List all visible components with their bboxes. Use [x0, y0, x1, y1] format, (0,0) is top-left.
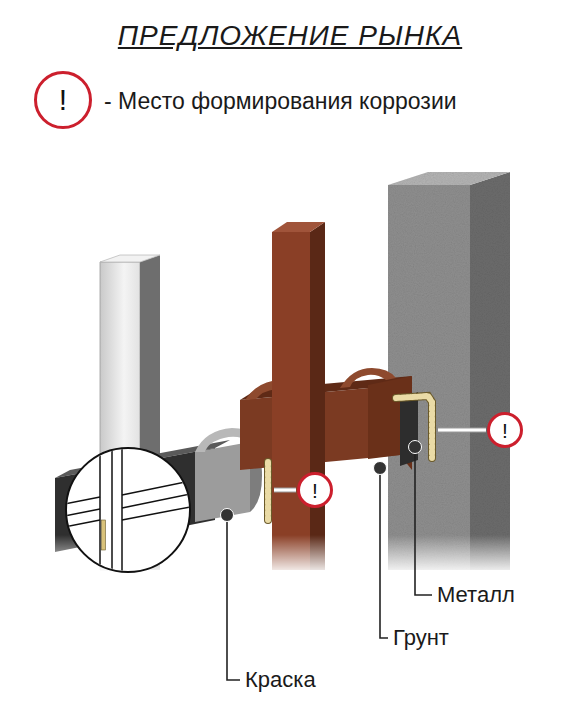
callout-circle: ! [487, 412, 523, 448]
concrete-post [388, 172, 510, 570]
primed-post [272, 222, 325, 570]
callout-circle: ! [297, 472, 333, 508]
part-label: Металл [435, 582, 517, 607]
weld-seam [268, 396, 432, 520]
part-label: Грунт [391, 625, 451, 650]
title: ПРЕДЛОЖЕНИЕ РЫНКА [118, 20, 462, 52]
leader-dot [221, 441, 422, 522]
legend-symbol: ! [34, 71, 92, 129]
magnifier-inset [60, 440, 195, 580]
primer-beam [240, 368, 412, 470]
warning-mark: ! [312, 480, 318, 501]
warning-mark: ! [502, 420, 508, 441]
part-label: Краска [243, 667, 318, 692]
warning-mark: ! [59, 85, 67, 115]
legend-text: - Место формирования коррозии [104, 88, 457, 114]
